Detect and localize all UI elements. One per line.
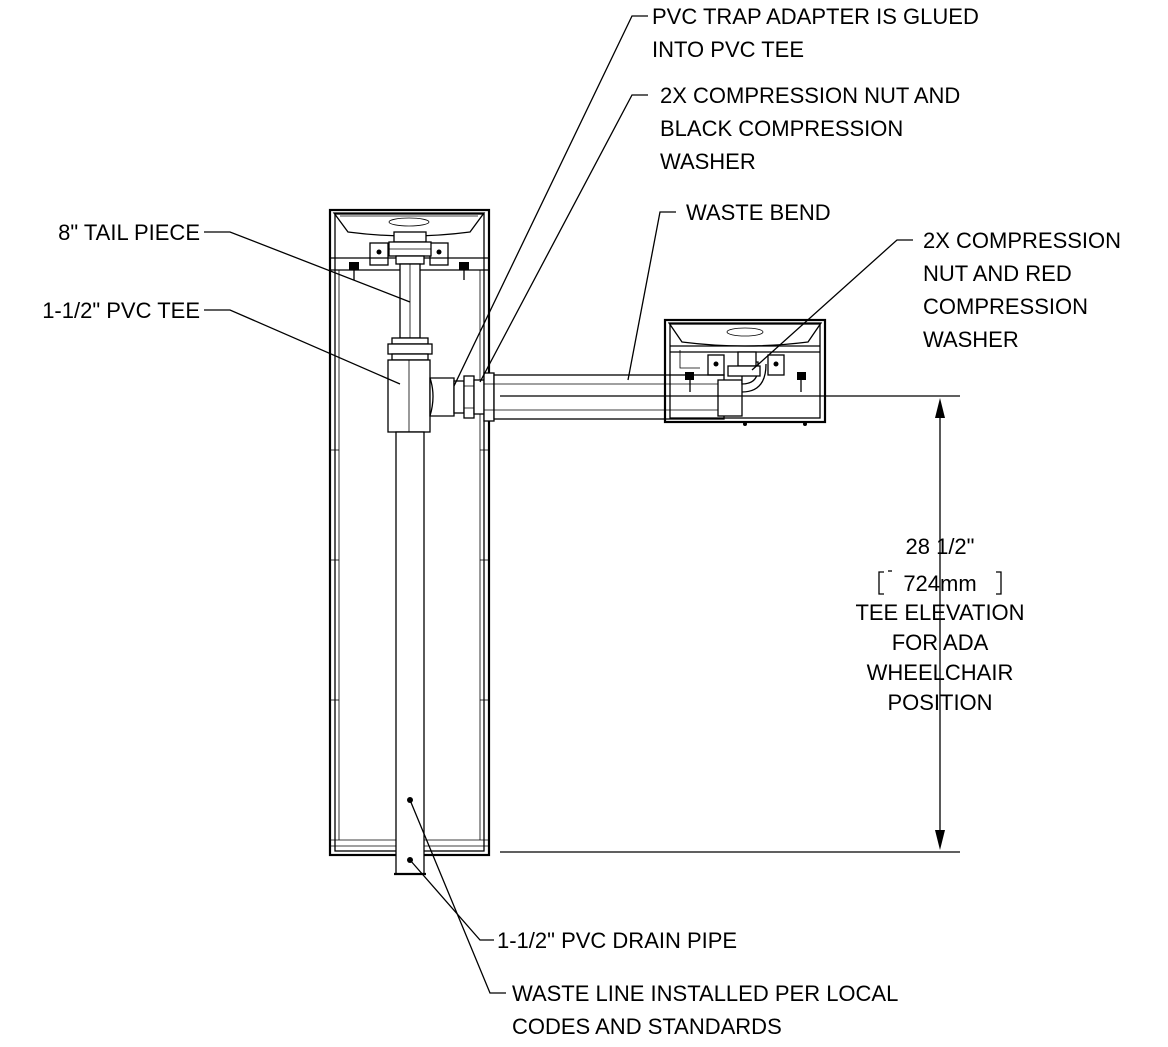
pvc-tee-callout: 1-1/2" PVC TEE (42, 298, 200, 323)
compression-black-line-2: BLACK COMPRESSION (660, 116, 903, 141)
compression-black-line-3: WASHER (660, 149, 756, 174)
drain-pipe-callout: 1-1/2" PVC DRAIN PIPE (497, 928, 737, 953)
waste-bend-callout: WASTE BEND (686, 200, 831, 225)
compression-red-line-1: 2X COMPRESSION (923, 228, 1121, 253)
compression-black-line-1: 2X COMPRESSION NUT AND (660, 83, 960, 108)
dimension-caption-4: POSITION (887, 690, 992, 715)
dimension-caption-1: TEE ELEVATION (855, 600, 1024, 625)
trap-adapter-line-1: PVC TRAP ADAPTER IS GLUED (652, 4, 979, 29)
compression-red-line-4: WASHER (923, 327, 1019, 352)
waste-bend (493, 361, 767, 420)
trap-adapter (453, 375, 475, 419)
tail-piece (399, 263, 421, 339)
leader-lines (204, 15, 913, 994)
compression-red-line-3: COMPRESSION (923, 294, 1088, 319)
dimension-text: 28 1/2" 724mm TEE ELEVATION FOR ADA WHEE… (855, 534, 1024, 715)
dimension-caption-2: FOR ADA (892, 630, 989, 655)
drain-pipe-label: 1-1/2" PVC DRAIN PIPE (497, 928, 737, 953)
dimension-caption-3: WHEELCHAIR (867, 660, 1014, 685)
slip-nut (387, 337, 433, 361)
pvc-tee-label: 1-1/2" PVC TEE (42, 298, 200, 323)
dimension-lines (500, 395, 960, 853)
compression-red-callout: 2X COMPRESSION NUT AND RED COMPRESSION W… (923, 228, 1121, 352)
pvc-tee (387, 359, 455, 433)
compression-black-callout: 2X COMPRESSION NUT AND BLACK COMPRESSION… (660, 83, 960, 174)
compression-nut-black (473, 372, 495, 422)
waste-line-callout: WASTE LINE INSTALLED PER LOCAL CODES AND… (512, 981, 898, 1039)
waste-line-line-1: WASTE LINE INSTALLED PER LOCAL (512, 981, 898, 1006)
waste-line-line-2: CODES AND STANDARDS (512, 1014, 782, 1039)
drain-pipe (394, 431, 426, 876)
waste-bend-label: WASTE BEND (686, 200, 831, 225)
dimension-imperial: 28 1/2" (906, 534, 975, 559)
trap-adapter-callout: PVC TRAP ADAPTER IS GLUED INTO PVC TEE (652, 4, 979, 62)
dimension-metric: 724mm (903, 571, 976, 596)
trap-adapter-line-2: INTO PVC TEE (652, 37, 804, 62)
bowl-drain-fitting (388, 231, 432, 265)
tail-piece-callout: 8" TAIL PIECE (58, 220, 200, 245)
compression-red-line-2: NUT AND RED (923, 261, 1072, 286)
small-cabinet (663, 318, 827, 426)
tail-piece-label: 8" TAIL PIECE (58, 220, 200, 245)
